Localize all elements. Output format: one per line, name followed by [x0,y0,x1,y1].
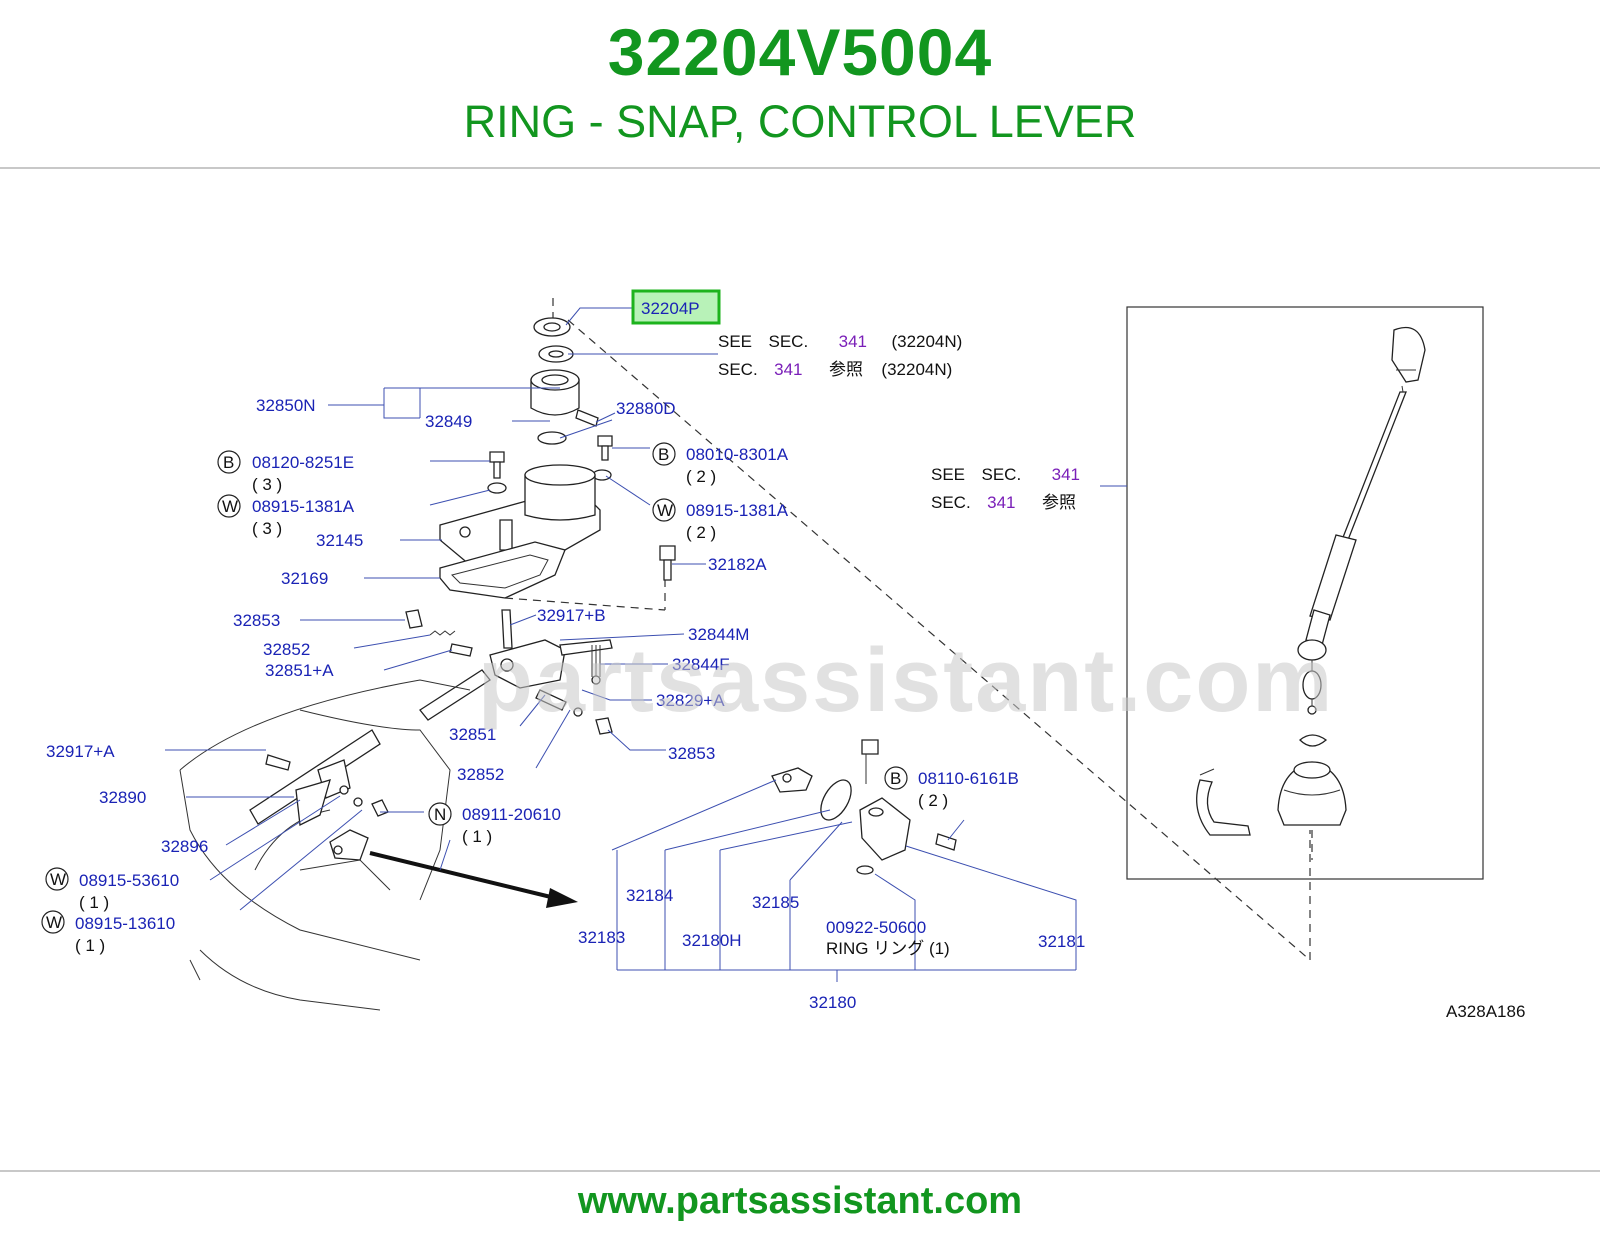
label-32853-a[interactable]: 32853 [233,611,280,630]
label-00922-50600[interactable]: 00922-50600 [826,918,926,937]
label-08915-53610[interactable]: 08915-53610 [79,871,179,890]
label-32180[interactable]: 32180 [809,993,856,1012]
see-line-2: SEC. 341 参照 (32204N) [718,360,952,379]
svg-text:W: W [46,913,62,932]
label-32182A[interactable]: 32182A [708,555,767,574]
label-32880D[interactable]: 32880D [616,399,676,418]
see-line-1: SEE SEC. 341 (32204N) [718,332,962,351]
label-32852-b[interactable]: 32852 [457,765,504,784]
label-08915-1381A-left[interactable]: 08915-1381A [252,497,355,516]
qty-2c: ( 2 ) [918,791,948,810]
label-ring-note: RING リング (1) [826,939,950,958]
label-32853-b[interactable]: 32853 [668,744,715,763]
qty-3a: ( 3 ) [252,475,282,494]
label-32844M[interactable]: 32844M [688,625,749,644]
label-32917-B[interactable]: 32917+B [537,606,606,625]
label-32184[interactable]: 32184 [626,886,673,905]
svg-text:B: B [890,769,901,788]
svg-text:N: N [434,805,446,824]
label-32829-A[interactable]: 32829+A [656,691,725,710]
label-32851[interactable]: 32851 [449,725,496,744]
label-32145[interactable]: 32145 [316,531,363,550]
label-08010-8301A[interactable]: 08010-8301A [686,445,789,464]
label-32890[interactable]: 32890 [99,788,146,807]
label-08911-20610[interactable]: 08911-20610 [462,805,561,824]
badge-b-left: B [217,450,241,474]
part-name-subtitle: RING - SNAP, CONTROL LEVER [463,96,1137,147]
header-divider [0,167,1600,169]
svg-text:W: W [222,497,238,516]
badge-w-right: W [652,498,676,522]
badge-w-left: W [217,494,241,518]
footer-url[interactable]: www.partsassistant.com [577,1180,1023,1222]
svg-text:B: B [223,453,234,472]
part-number-title: 32204V5004 [607,15,993,89]
label-08110-6161B[interactable]: 08110-6161B [918,769,1019,788]
label-32169[interactable]: 32169 [281,569,328,588]
qty-2b: ( 2 ) [686,523,716,542]
parts-diagram: 32204P SEE SEC. 341 (32204N) SEC. 341 参照… [41,289,1525,1021]
label-32185[interactable]: 32185 [752,893,799,912]
label-32917-A[interactable]: 32917+A [46,742,115,761]
badge-b-right: B [652,442,676,466]
qty-3b: ( 3 ) [252,519,282,538]
label-32180H[interactable]: 32180H [682,931,742,950]
gear-lever-box [1126,306,1484,880]
qty-2a: ( 2 ) [686,467,716,486]
leader-lines [165,307,1127,982]
badge-w-lower-1: W [45,867,69,891]
highlight-box [631,289,721,325]
badge-n: N [428,802,452,826]
label-32851-A[interactable]: 32851+A [265,661,334,680]
watermark: partsassistant.com [478,631,1335,731]
label-32181[interactable]: 32181 [1038,932,1085,951]
badge-w-lower-2: W [41,910,65,934]
qty-1b: ( 1 ) [79,893,109,912]
see-line-right-1: SEE SEC. 341 [931,465,1080,484]
diagram-code: A328A186 [1446,1002,1525,1021]
svg-text:W: W [50,870,66,889]
svg-text:W: W [657,501,673,520]
label-32204P[interactable]: 32204P [641,299,700,318]
badge-b-lower: B [884,766,908,790]
see-line-right-2: SEC. 341 参照 [931,493,1076,512]
label-32183[interactable]: 32183 [578,928,625,947]
label-08915-13610[interactable]: 08915-13610 [75,914,175,933]
label-32849[interactable]: 32849 [425,412,472,431]
label-32850N[interactable]: 32850N [256,396,316,415]
label-08120-8251E[interactable]: 08120-8251E [252,453,354,472]
label-08915-1381A-right[interactable]: 08915-1381A [686,501,789,520]
label-32852-a[interactable]: 32852 [263,640,310,659]
qty-1c: ( 1 ) [75,936,105,955]
footer-divider [0,1170,1600,1172]
qty-1a: ( 1 ) [462,827,492,846]
label-32844F[interactable]: 32844F [672,655,730,674]
svg-text:B: B [658,445,669,464]
label-32896[interactable]: 32896 [161,837,208,856]
